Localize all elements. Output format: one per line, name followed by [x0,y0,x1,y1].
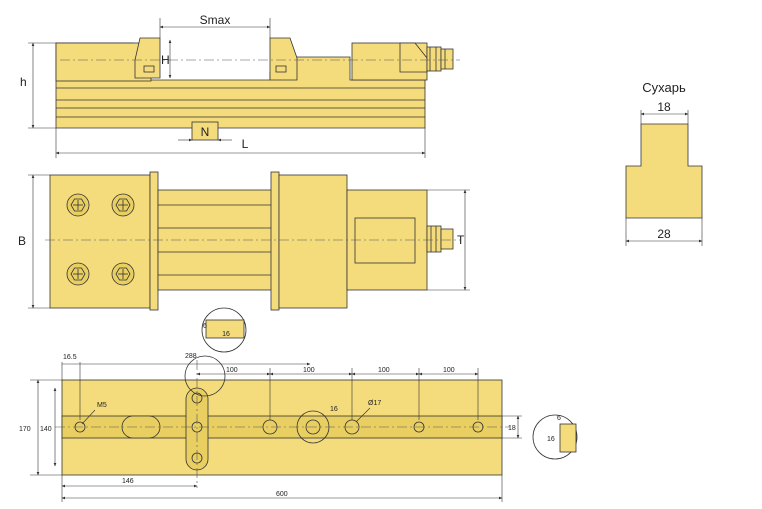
height-140: 140 [40,426,52,433]
fixed-jaw-plate [149,171,159,311]
detail-slot-profile-right [559,423,577,453]
screw-hex-top [426,225,442,253]
dim-spacing-2: 100 [303,367,315,374]
jaw-block-detail: Сухарь 18 28 [625,80,703,246]
detail-slot-profile-left [205,319,245,339]
label-n: N [201,125,210,139]
jaw-bottom-width: 28 [657,227,671,241]
detail-right-width: 16 [547,436,555,443]
jaw-block-title: Сухарь [642,80,686,95]
detail-right-depth: 6 [557,415,561,422]
screw-end-top [440,228,454,250]
screw-hex [426,46,442,72]
dim-16: 16 [330,406,338,413]
dim-288: 288 [185,353,197,360]
dim-146: 146 [122,478,134,485]
dim-spacing-4: 100 [443,367,455,374]
jaw-top-width: 18 [657,100,671,114]
detail-callout-a [184,355,226,397]
screw-nut-top [354,217,416,264]
thread-label: M5 [97,402,107,409]
detail-circle-left [201,307,247,353]
top-view: B T [18,171,470,311]
label-l: L [242,137,249,151]
bolt-heads [66,193,135,286]
moving-jaw-top [278,174,348,309]
detail-circle-right [532,414,578,460]
dim-spacing-3: 100 [378,367,390,374]
hole-diameter: Ø17 [368,400,381,407]
key-n-block [191,121,219,141]
screw-end [440,48,454,70]
table-plate-view: 6 16 6 16 16.5 288 100 100 100 100 M5 16… [19,307,578,502]
moving-jaw [269,37,298,81]
label-h-upper: H [161,53,170,67]
height-170: 170 [19,426,31,433]
detail-left-depth: 6 [203,323,207,330]
side-view: N Smax H h L [20,13,460,158]
dim-spacing-1: 100 [226,367,238,374]
jaw-block-shape [625,123,703,219]
label-b: B [18,234,26,248]
label-smax: Smax [200,13,231,27]
moving-jaw-plate [270,171,280,311]
label-h: h [20,75,27,89]
slot-18: 18 [508,425,516,432]
length-600: 600 [276,491,288,498]
detail-left-width: 16 [222,331,230,338]
dim-16-5: 16.5 [63,354,77,361]
label-t: T [457,233,465,247]
fixed-jaw-top [49,174,151,309]
